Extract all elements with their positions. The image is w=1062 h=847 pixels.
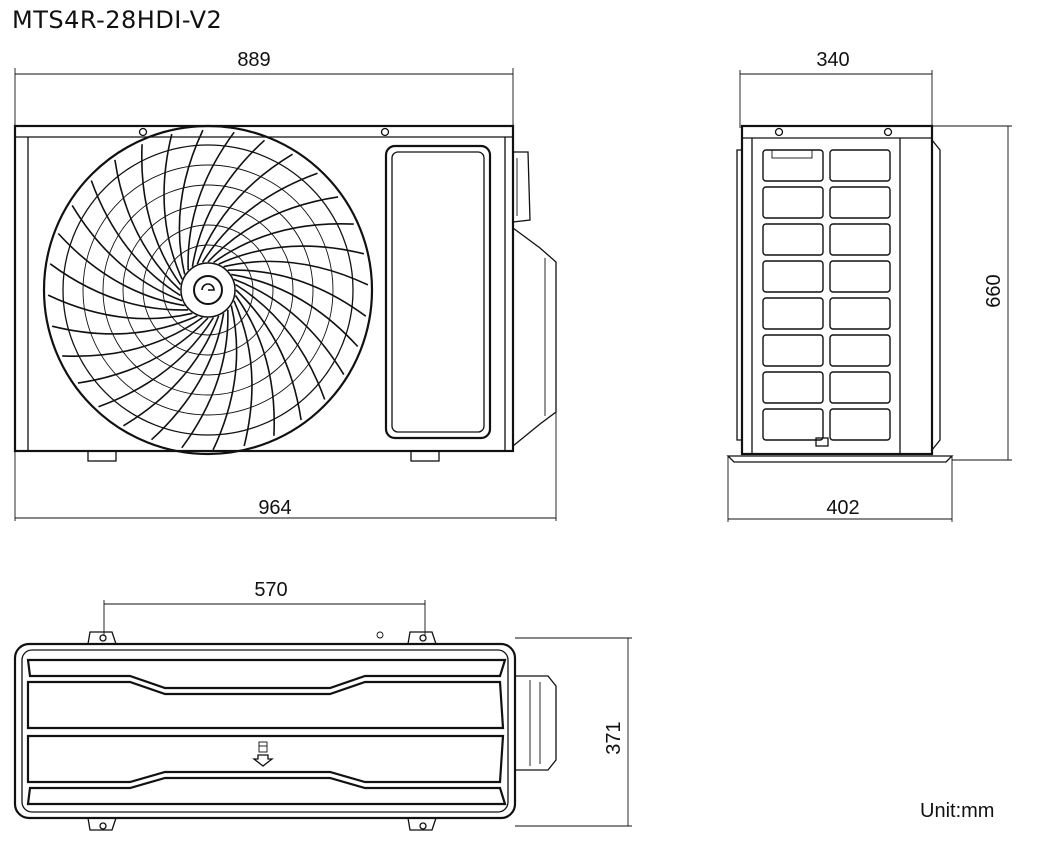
grille-spoke	[196, 153, 294, 265]
top-depth-label: 371	[603, 721, 625, 754]
unit-label: Unit:mm	[920, 800, 995, 822]
louver-1	[26, 658, 507, 690]
grille-spoke	[71, 204, 183, 302]
grille-spoke	[51, 315, 198, 335]
grille-cell	[762, 408, 824, 441]
grille-spoke	[90, 180, 181, 297]
grille-spoke	[233, 278, 345, 376]
grille-spoke	[178, 129, 204, 275]
side-view: 340 660 402	[726, 49, 1012, 522]
grille-cell	[829, 334, 891, 367]
front-bottom-width-label: 964	[258, 497, 291, 519]
grille-cell	[762, 297, 824, 330]
grille-spoke	[223, 260, 369, 286]
louver-3	[26, 734, 505, 784]
mount-tab	[87, 817, 117, 831]
grille-cell	[829, 223, 891, 256]
louver-2	[26, 680, 505, 730]
top-body-outline	[13, 642, 517, 820]
foot-left	[87, 450, 117, 462]
screw-icon	[774, 127, 784, 137]
drain-arrow-icon	[252, 741, 274, 767]
top-view: 570 371	[13, 579, 632, 831]
grille-spoke	[218, 245, 365, 265]
grille-cell	[762, 334, 824, 367]
grille-spoke	[122, 315, 220, 427]
side-grille	[762, 149, 891, 441]
grille-spoke	[47, 294, 193, 320]
top-valve-box	[515, 675, 557, 771]
foot-right	[410, 450, 440, 462]
grille-cell	[829, 371, 891, 404]
side-height-label: 660	[983, 274, 1005, 307]
grille-cell	[829, 260, 891, 293]
grille-spoke	[181, 309, 229, 449]
grille-spoke	[114, 159, 181, 291]
fan-grille	[42, 124, 374, 456]
screw-icon	[883, 127, 893, 137]
valve-cover	[512, 151, 531, 223]
grille-spoke	[150, 313, 225, 441]
grille-spoke	[140, 144, 182, 285]
mount-tab	[407, 631, 437, 645]
front-view: 889	[13, 49, 557, 521]
grille-cell	[762, 260, 824, 293]
side-top-depth-label: 340	[816, 49, 849, 71]
side-base	[726, 455, 954, 463]
grille-spoke	[201, 172, 318, 263]
grille-spoke	[231, 273, 359, 348]
grille-spoke	[233, 300, 253, 447]
top-mount-spacing-label: 570	[254, 579, 287, 601]
top-mount-dimension: 570	[103, 579, 426, 636]
grille-spoke	[187, 131, 235, 271]
mount-tab	[407, 817, 437, 831]
front-top-dimension: 889	[14, 49, 514, 128]
front-top-width-label: 889	[237, 49, 270, 71]
grille-spoke	[77, 317, 209, 384]
grille-cell	[762, 149, 824, 182]
side-body-outline	[740, 124, 934, 456]
front-bottom-dimension: 964	[14, 412, 557, 521]
grille-spoke	[235, 283, 326, 400]
grille-spoke	[62, 316, 203, 358]
screw-icon	[380, 127, 390, 137]
grille-cell	[762, 223, 824, 256]
side-height-dimension: 660	[932, 125, 1012, 461]
side-cover	[512, 227, 557, 447]
grille-spoke	[213, 222, 354, 264]
grille-cell	[829, 186, 891, 219]
front-body-outline	[13, 124, 515, 453]
mount-tab	[87, 631, 117, 645]
grille-spoke	[98, 317, 215, 408]
grille-cell	[762, 186, 824, 219]
grille-cell	[829, 149, 891, 182]
grille-spoke	[191, 139, 266, 267]
grille-cell	[829, 408, 891, 441]
grille-spoke	[227, 269, 367, 317]
grille-spoke	[163, 133, 183, 280]
side-top-dimension: 340	[739, 49, 933, 128]
louver-4	[26, 776, 507, 806]
grille-spoke	[235, 289, 302, 421]
drain-port	[815, 437, 829, 447]
service-panel	[384, 144, 492, 440]
grille-cell	[762, 371, 824, 404]
side-bottom-depth-label: 402	[826, 497, 859, 519]
grille-spoke	[234, 295, 276, 436]
grille-cell	[829, 297, 891, 330]
grille-spoke	[49, 263, 189, 311]
top-depth-dimension: 371	[515, 637, 632, 827]
screw-icon	[138, 127, 148, 137]
side-bottom-dimension: 402	[727, 456, 953, 522]
model-title: MTS4R-28HDI-V2	[12, 6, 223, 34]
grille-spoke	[212, 305, 238, 451]
grille-spoke	[207, 196, 339, 263]
grille-spoke	[57, 232, 185, 307]
